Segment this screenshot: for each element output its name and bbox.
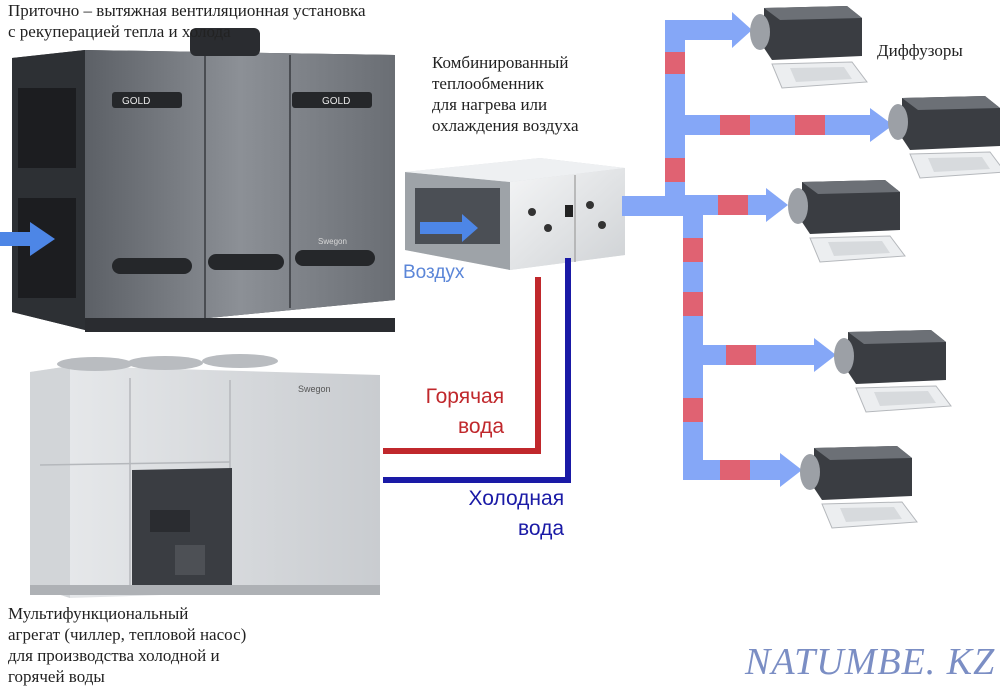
- heat-exchanger-label: Комбинированный теплообменник для нагрев…: [432, 52, 579, 136]
- ahu-label-line1: Приточно – вытяжная вентиляционная устан…: [8, 1, 366, 20]
- ventilation-unit: [12, 28, 395, 332]
- chiller-label-line3: для производства холодной и: [8, 646, 220, 665]
- water-pipes: [383, 258, 571, 483]
- ahu-label: Приточно – вытяжная вентиляционная устан…: [8, 0, 366, 42]
- diffuser-5: [800, 446, 918, 529]
- chiller-label-line2: агрегат (чиллер, тепловой насос): [8, 625, 247, 644]
- chiller-swegon-logo: Swegon: [298, 384, 331, 394]
- hex-label-line1: Комбинированный: [432, 53, 569, 72]
- diffuser-2: [888, 96, 1000, 179]
- watermark: NATUMBE. KZ: [745, 641, 996, 683]
- chiller-label-line4: горячей воды: [8, 667, 105, 686]
- hex-label-line3: для нагрева или: [432, 95, 548, 114]
- diffusers-group: [750, 6, 1000, 529]
- ahu-brand-left: GOLD: [122, 96, 150, 107]
- cold-water-line1: Холодная: [468, 487, 565, 510]
- hex-label-line4: охлаждения воздуха: [432, 116, 579, 135]
- diffuser-3: [788, 180, 906, 263]
- heat-exchanger: [405, 158, 625, 270]
- chiller-label: Мультифункциональный агрегат (чиллер, те…: [8, 603, 246, 687]
- hex-label-line2: теплообменник: [432, 74, 544, 93]
- air-inlet-arrow: [0, 222, 55, 256]
- ahu-label-line2: с рекуперацией тепла и холода: [8, 22, 231, 41]
- hot-water-line1: Горячая: [425, 385, 505, 408]
- hot-water-label: Горячая вода: [418, 382, 504, 442]
- chiller-unit: [30, 354, 380, 598]
- ahu-swegon-logo: Swegon: [318, 237, 347, 246]
- chiller-label-line1: Мультифункциональный: [8, 604, 189, 623]
- diffuser-1: [750, 6, 868, 89]
- ahu-brand-right: GOLD: [322, 96, 350, 107]
- diffuser-4: [834, 330, 952, 413]
- cold-water-line2: вода: [518, 517, 565, 540]
- air-ducts: [622, 12, 893, 487]
- air-label: Воздух: [403, 262, 465, 283]
- cold-water-label: Холодная вода: [452, 484, 564, 544]
- diffusers-label: Диффузоры: [877, 41, 963, 60]
- hot-water-line2: вода: [458, 415, 505, 438]
